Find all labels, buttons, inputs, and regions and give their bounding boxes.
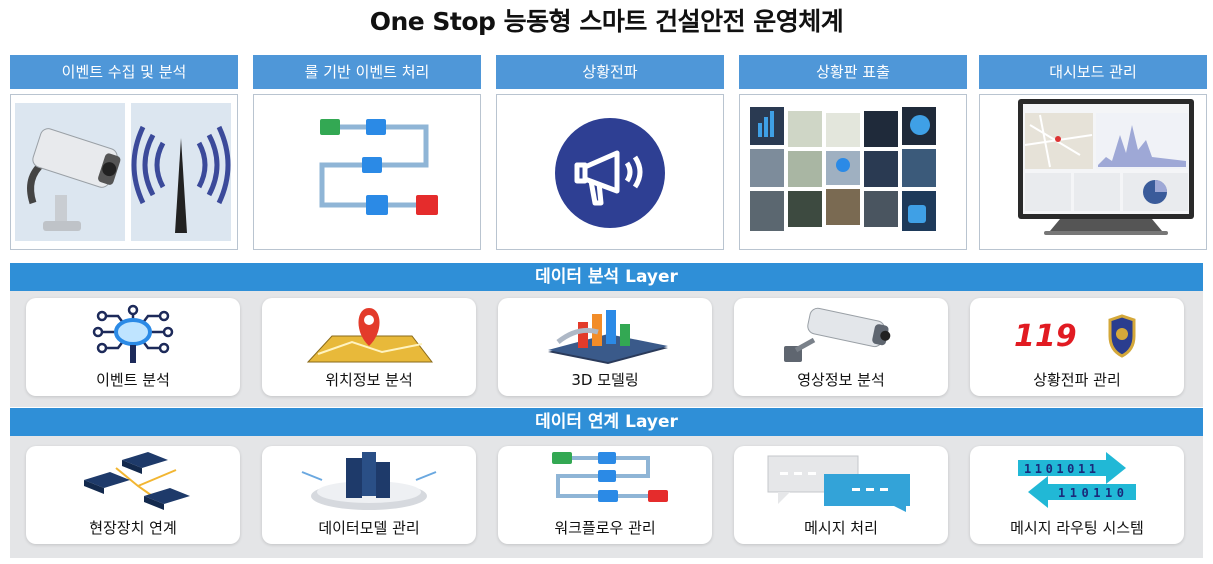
card-label: 메시지 라우팅 시스템 [1010, 519, 1144, 537]
workflow-icon [552, 452, 668, 502]
page-title: One Stop 능동형 스마트 건설안전 운영체계 [369, 7, 844, 36]
map-pin-icon [306, 308, 434, 363]
module-header: 상황전파 [496, 55, 724, 89]
megaphone-icon [555, 118, 665, 228]
radio-antenna-icon [131, 103, 231, 241]
module-image [979, 94, 1207, 250]
card-label: 데이터모델 관리 [318, 519, 420, 537]
module-dashboard: 대시보드 관리 [979, 55, 1207, 250]
binary-forward-text: 1101011 [1024, 462, 1096, 476]
card-label: 현장장치 연계 [89, 519, 177, 537]
network-devices-icon [84, 452, 190, 510]
flowchart-icon [319, 119, 438, 215]
card-label: 이벤트 분석 [96, 371, 170, 389]
module-image [739, 94, 967, 250]
module-header: 상황판 표출 [739, 55, 967, 89]
module-event-collection: 이벤트 수집 및 분석 [10, 55, 238, 250]
link-layer-band: 데이터 연계 Layer [10, 408, 1203, 436]
analysis-layer-band: 데이터 분석 Layer [10, 263, 1203, 291]
card-data-model-management: 데이터모델 관리 [262, 446, 476, 544]
data-center-icon [301, 452, 437, 510]
card-field-device-link: 현장장치 연계 [26, 446, 240, 544]
card-workflow-management: 워크플로우 관리 [498, 446, 712, 544]
card-3d-modeling: 3D 모델링 [498, 298, 712, 396]
emergency-police-icon: 119 [1014, 314, 1136, 358]
cctv-camera-icon [15, 103, 125, 241]
analysis-layer-tray: 이벤트 분석 위치정보 분석 3D 모델링 [10, 291, 1203, 407]
security-camera-icon [784, 307, 891, 362]
card-message-routing: 1101011 110110 메시지 라우팅 시스템 [970, 446, 1184, 544]
module-header: 대시보드 관리 [979, 55, 1207, 89]
module-situation-board: 상황판 표출 [739, 55, 967, 250]
module-rule-processing: 룰 기반 이벤트 처리 [253, 55, 481, 250]
module-image [10, 94, 238, 250]
link-layer-tray: 현장장치 연계 데이터모델 관리 워크플로우 관리 [10, 436, 1203, 558]
module-image [253, 94, 481, 250]
dashboard-monitor-icon [1018, 99, 1194, 235]
data-routing-icon: 1101011 110110 [1018, 452, 1136, 508]
card-message-processing: 메시지 처리 [734, 446, 948, 544]
card-video-analysis: 영상정보 분석 [734, 298, 948, 396]
card-location-analysis: 위치정보 분석 [262, 298, 476, 396]
module-header: 이벤트 수집 및 분석 [10, 55, 238, 89]
card-label: 영상정보 분석 [797, 371, 885, 389]
network-hub-icon [92, 304, 174, 363]
video-wall-icon [750, 107, 936, 231]
module-image [496, 94, 724, 250]
card-label: 워크플로우 관리 [554, 519, 656, 537]
card-label: 메시지 처리 [804, 519, 878, 537]
card-label: 상황전파 관리 [1033, 371, 1121, 389]
card-label: 3D 모델링 [571, 371, 639, 389]
3d-bar-chart-icon [548, 310, 668, 364]
card-event-analysis: 이벤트 분석 [26, 298, 240, 396]
module-header: 룰 기반 이벤트 처리 [253, 55, 481, 89]
module-situation-broadcast: 상황전파 [496, 55, 724, 250]
chat-bubbles-icon [767, 455, 910, 512]
card-label: 위치정보 분석 [325, 371, 413, 389]
emergency-119-emblem: 119 [1014, 319, 1077, 354]
card-broadcast-management: 119 상황전파 관리 [970, 298, 1184, 396]
